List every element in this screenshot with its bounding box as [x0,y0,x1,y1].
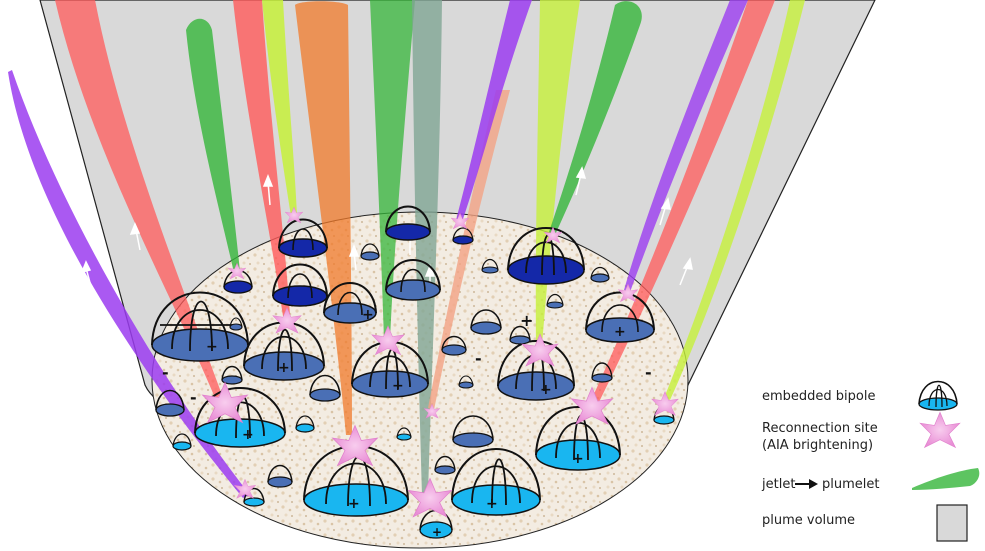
svg-text:+: + [362,307,374,323]
svg-text:+: + [540,382,552,398]
bipole [295,415,315,433]
jetlet-orange-1 [295,1,352,435]
legend-plumelet-label: plumelet [822,477,880,492]
bipole [470,309,502,335]
svg-text:+: + [206,339,218,355]
svg-text:+: + [572,451,584,467]
svg-text:+: + [614,324,626,340]
legend-gray-square-icon [936,504,968,542]
svg-text:+: + [242,427,254,443]
jetlet-purple-3 [624,0,748,292]
bipole [452,415,494,448]
bipole [546,293,564,309]
bipole [385,205,431,241]
bipole [396,427,412,441]
bipole [172,433,192,451]
jetlet-purple-2 [456,0,532,222]
svg-text:+: + [432,525,442,539]
minus-sign: - [475,349,482,368]
bipole [507,227,585,285]
minus-sign: - [190,388,197,407]
legend-reconnection-label-line1: Reconnection site [762,421,878,436]
flow-arrows [80,166,693,295]
jetlet-green-1 [186,18,240,273]
legend-star-burst-icon [919,411,961,449]
bipole [155,389,185,417]
bipole: + [351,341,429,398]
bipole [272,263,328,307]
bipole [267,464,293,488]
jetlet-red-2 [233,0,290,316]
bipole [590,266,610,283]
legend-right-arrow-icon [795,479,818,489]
svg-text:+: + [278,360,290,376]
bipole [653,405,675,425]
bipole [221,365,243,385]
jetlet-salmon-1 [428,90,510,410]
minus-sign: - [645,363,652,382]
legend-bipole-icon [918,380,958,411]
svg-text:+: + [486,496,498,512]
bipole [458,375,474,389]
jetlet-lime-3 [664,0,805,400]
minus-sign: - [162,363,169,382]
bipole [309,374,341,402]
bipole [591,362,613,383]
jetlets [8,0,805,498]
bipole [452,227,474,245]
jetlet-lime-1 [262,0,297,216]
bipole: + [451,448,541,516]
bipole: + [151,291,249,362]
jetlet-green-3 [549,1,642,236]
plus-sign: + [520,311,533,330]
bipole [385,259,441,301]
jetlet-green-2 [370,0,415,340]
polarity-signs: - - - - + [162,311,652,407]
jetlet-teal-1 [412,0,442,495]
bipole: + [585,291,655,343]
legend-plume-label: plume volume [762,513,856,528]
bipole [229,317,243,331]
legend-bipole-label: embedded bipole [762,389,876,404]
bipole: + [194,387,286,448]
bipole [243,487,265,507]
legend-tapered-jet-icon [912,468,980,490]
svg-text:+: + [392,378,404,394]
bipole [434,455,456,475]
bipole [441,335,467,356]
reconnection-sites [201,206,680,518]
jetlet-red-1 [55,0,222,398]
bipole [481,258,499,274]
bipole: + [323,282,377,324]
legend-jetlet-label: jetlet [762,477,796,492]
bipole: + [535,406,621,471]
svg-text:+: + [348,496,360,512]
bipole [278,218,328,258]
bipole [360,243,380,261]
jetlet-red-3 [588,0,775,410]
bipole [509,325,531,345]
bipoles: + + + + + [151,205,675,539]
legend-reconnection-label-line2: (AIA brightening) [762,438,874,453]
